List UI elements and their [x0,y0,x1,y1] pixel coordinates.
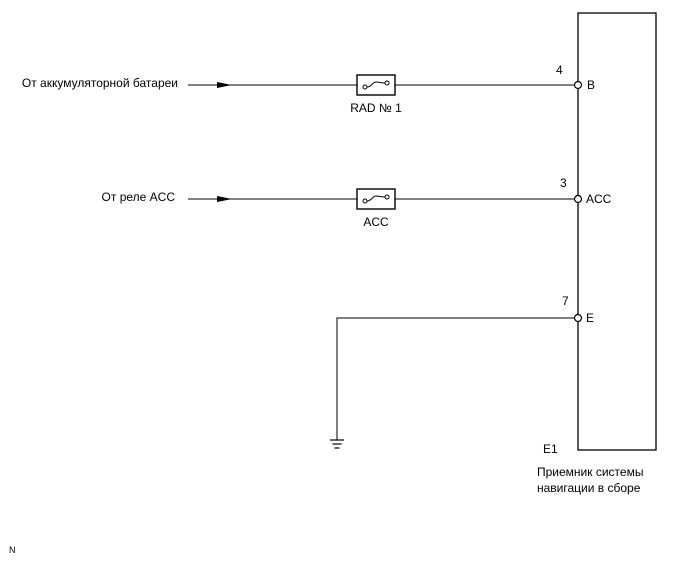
fuse-rad-label: RAD № 1 [350,101,402,115]
arrow-icon [217,196,232,202]
source-acc-relay-label: От реле ACC [101,190,175,204]
component-code: E1 [543,442,558,456]
component-name-line2: навигации в сборе [537,481,641,495]
pin-number-7: 7 [562,294,569,308]
corner-mark: N [9,545,16,555]
ground-circuit-wire [336,317,574,440]
terminal-pin-3 [573,194,583,204]
terminal-pin-7 [573,313,583,323]
arrow-icon [217,82,232,88]
fuse-rad-no1-symbol [356,74,396,96]
pin-number-4: 4 [556,63,563,77]
component-name-line1: Приемник системы [537,465,644,479]
battery-circuit-wire [188,82,574,88]
terminal-pin-4 [573,80,583,90]
fuse-acc-symbol [356,188,396,210]
pin-name-e: E [586,311,595,325]
pin-name-b: B [587,78,596,92]
ground-icon [330,439,344,449]
pin-name-acc: ACC [586,192,612,206]
fuse-acc-label: ACC [363,215,389,229]
acc-circuit-wire [188,196,574,202]
source-battery-label: От аккумуляторной батареи [21,76,178,90]
pin-number-3: 3 [560,176,567,190]
navigation-receiver-box [577,12,657,451]
